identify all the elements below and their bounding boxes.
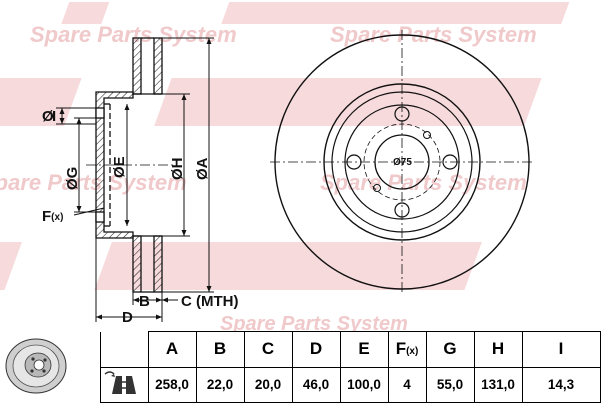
value-A: 258,0: [147, 366, 197, 403]
front-view-centerlines: [270, 30, 534, 294]
spec-table: A B C D E F(x) G H I 258,0 22,0 20,0 46,…: [0, 331, 601, 403]
dimension-label-A: ØA: [194, 157, 211, 180]
header-A: A: [147, 331, 197, 368]
value-H: 131,0: [473, 366, 523, 403]
watermark: Spare Parts System Spare Parts System Sp…: [0, 2, 570, 331]
value-I: 14,3: [521, 366, 601, 403]
value-C: 20,0: [243, 366, 293, 403]
header-B: B: [195, 331, 245, 368]
header-H: H: [473, 331, 523, 368]
dimension-label-I: Ø I: [42, 108, 56, 125]
watermark-text-5: Spare Parts System: [220, 313, 408, 331]
svg-text:I: I: [52, 108, 56, 125]
header-G: G: [425, 331, 475, 368]
dimension-label-B: B: [139, 293, 150, 310]
header-D: D: [291, 331, 341, 368]
dimension-label-C: C (MTH): [181, 293, 238, 310]
watermark-text-4: Spare Parts System: [320, 170, 527, 195]
watermark-text-3: Spare Parts System: [0, 170, 187, 195]
dimension-label-H: ØH: [169, 157, 186, 180]
pcd-label: Ø75: [393, 157, 412, 168]
value-B: 22,0: [195, 366, 245, 403]
dimension-label-F: F(x): [42, 208, 63, 225]
header-E: E: [339, 331, 389, 368]
value-F: 4: [387, 366, 427, 403]
dimension-label-G: ØG: [64, 167, 81, 190]
value-G: 55,0: [425, 366, 475, 403]
value-D: 46,0: [291, 366, 341, 403]
header-F: F(x): [387, 331, 427, 368]
header-C: C: [243, 331, 293, 368]
disc-thumbnail-icon: [0, 332, 100, 403]
dimension-label-E: ØE: [111, 156, 128, 178]
dimension-arrows: [59, 38, 212, 320]
svg-text:Ø: Ø: [42, 108, 54, 125]
vented-disc-icon: [99, 366, 149, 403]
disc-cross-section: [95, 37, 163, 293]
watermark-text-2: Spare Parts System: [330, 22, 537, 47]
header-I: I: [521, 331, 601, 368]
brake-disc-drawing: Spare Parts System Spare Parts System Sp…: [0, 2, 570, 331]
value-E: 100,0: [339, 366, 389, 403]
dimension-label-D: D: [122, 309, 133, 326]
